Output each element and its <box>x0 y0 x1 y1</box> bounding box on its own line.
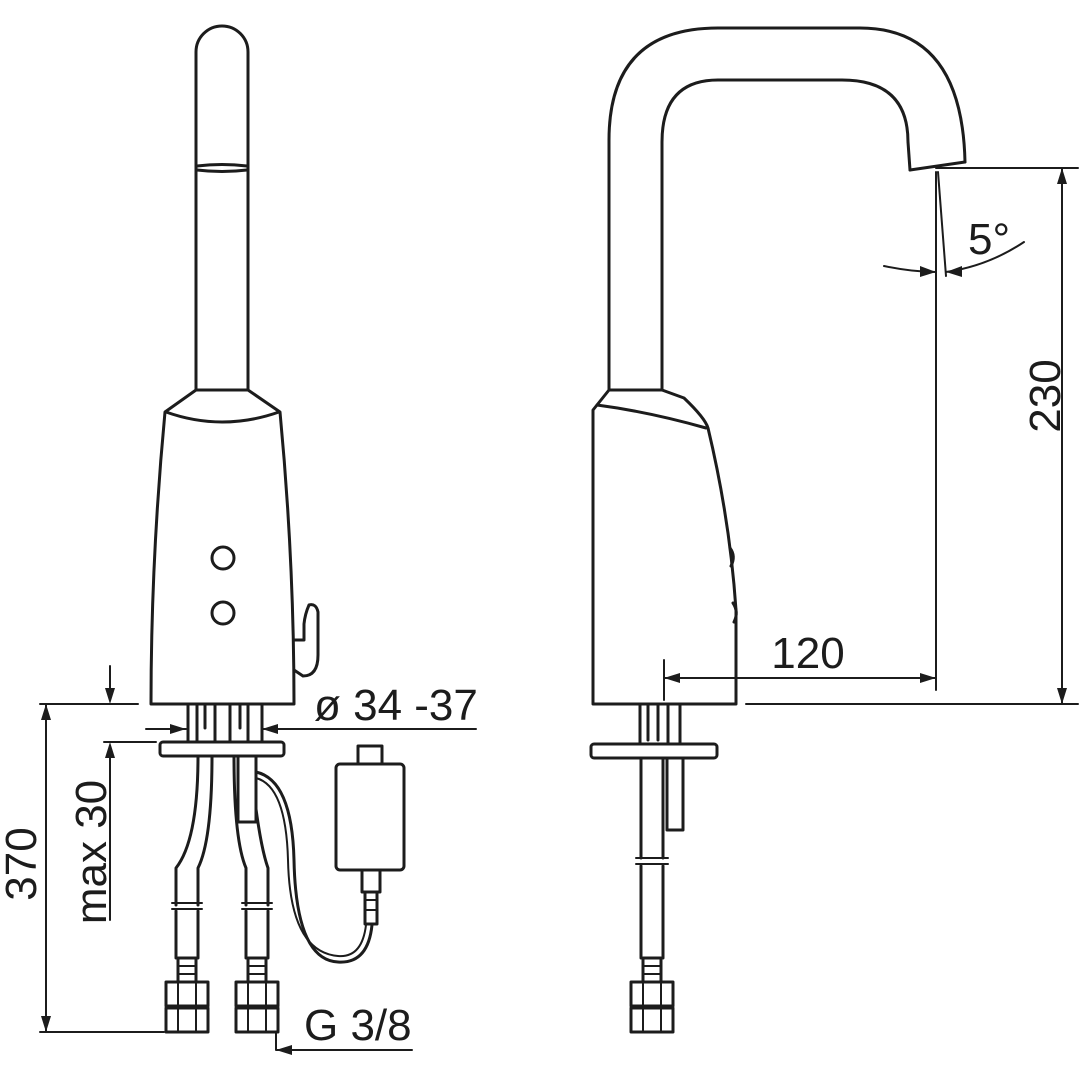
front-view <box>149 24 406 1034</box>
side-hose-lower <box>639 864 665 960</box>
side-mounting-plate <box>589 742 719 760</box>
sensor-eye-upper <box>210 545 236 571</box>
side-spout-outlet <box>908 160 967 172</box>
front-body-shape <box>149 388 296 706</box>
dim-total-height: 370 <box>0 827 46 900</box>
dim-hole-diameter: ø 34 -37 <box>314 681 478 730</box>
side-body-shape <box>591 388 738 706</box>
side-spout-inner <box>660 78 912 392</box>
front-connector-nut-left <box>164 956 210 1034</box>
sensor-eye-lower <box>210 600 236 626</box>
sensor-cable <box>254 770 374 964</box>
dimension-lines <box>39 167 1079 1055</box>
side-sensor-bumps <box>728 546 738 624</box>
control-box <box>334 744 406 926</box>
side-mounting-shank <box>638 702 682 748</box>
side-hose-break-marks <box>635 857 669 865</box>
front-hose-break-marks <box>171 902 273 910</box>
dim-spout-height: 230 <box>1021 359 1070 432</box>
front-spout-outlet-band <box>195 163 249 173</box>
side-view <box>589 26 967 1034</box>
side-lever <box>292 603 320 678</box>
dim-connection-thread: G 3/8 <box>304 1001 412 1050</box>
dim-spout-angle: 5° <box>968 215 1010 264</box>
side-spout-outer <box>607 26 967 392</box>
dim-spout-reach: 120 <box>771 629 844 678</box>
side-connector-nut <box>629 956 675 1034</box>
front-hose-lower <box>174 909 270 960</box>
solenoid-rod <box>236 754 258 824</box>
front-body-top-curve <box>164 410 281 424</box>
front-spout-tube <box>194 24 250 392</box>
front-hose-left <box>174 754 214 907</box>
side-solenoid-rod <box>665 756 685 832</box>
front-connector-nut-right <box>234 956 280 1034</box>
front-mounting-shank <box>186 702 264 744</box>
front-mounting-plate <box>158 740 286 758</box>
side-hose <box>639 756 665 860</box>
side-body-top-curve <box>595 403 708 430</box>
dim-max-thickness: max 30 <box>67 780 116 924</box>
sensor-cable-inner <box>255 777 367 958</box>
